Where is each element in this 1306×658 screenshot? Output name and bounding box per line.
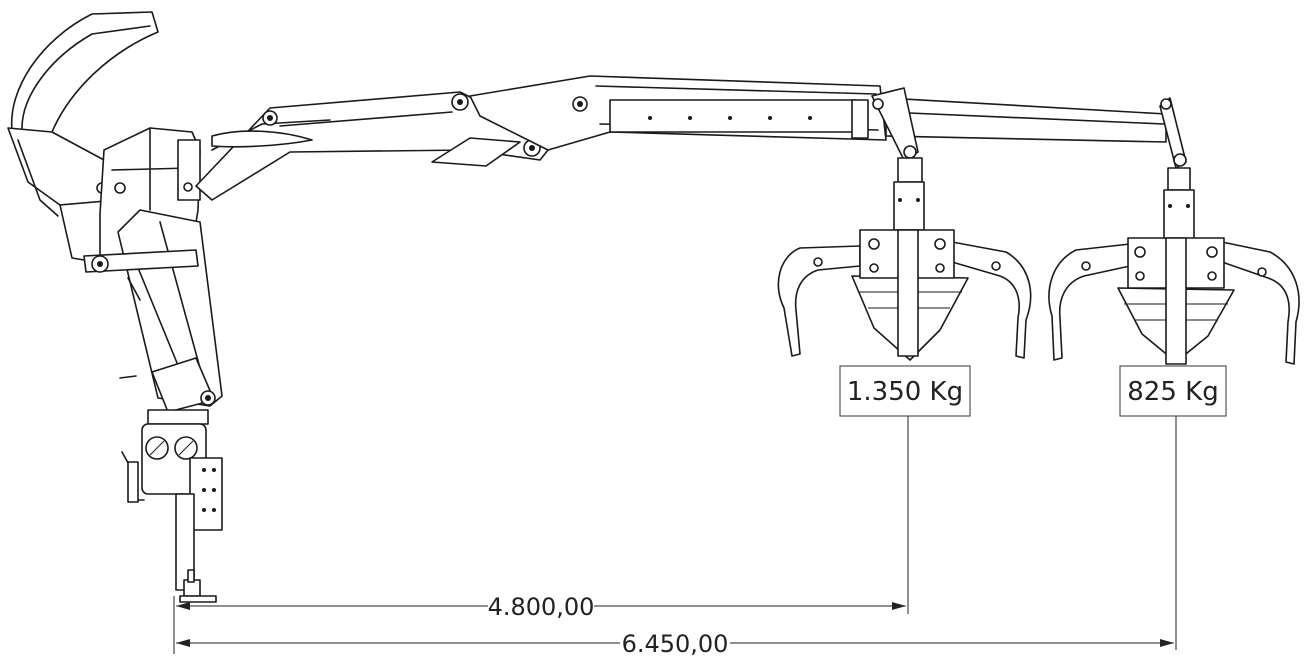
near-load-label: 1.350 Kg <box>847 377 963 407</box>
near-dimension-arrow-right <box>892 602 906 610</box>
far-dimension-arrow-right <box>1160 639 1174 647</box>
crane-column <box>83 127 223 413</box>
far-load-box <box>1119 365 1227 417</box>
jib-boom <box>469 75 1167 151</box>
reach-dimensions: 4.800,00 6.450,00 <box>173 593 1174 658</box>
base-and-stabiliser <box>121 409 223 603</box>
near-load-callout: 1.350 Kg <box>839 365 971 614</box>
main-boom <box>195 91 557 201</box>
near-dimension-arrow-left <box>176 602 190 610</box>
far-grapple <box>1048 237 1300 365</box>
near-rotator-link <box>871 87 925 231</box>
near-reach-value: 4.800,00 <box>488 593 595 621</box>
near-load-box <box>839 365 971 417</box>
far-reach-value: 6.450,00 <box>622 630 729 658</box>
far-load-callout: 825 Kg <box>1119 365 1227 650</box>
far-rotator-link <box>1159 97 1195 241</box>
near-grapple <box>777 229 1032 361</box>
far-dimension-arrow-left <box>176 639 190 647</box>
far-load-label: 825 Kg <box>1127 377 1218 407</box>
